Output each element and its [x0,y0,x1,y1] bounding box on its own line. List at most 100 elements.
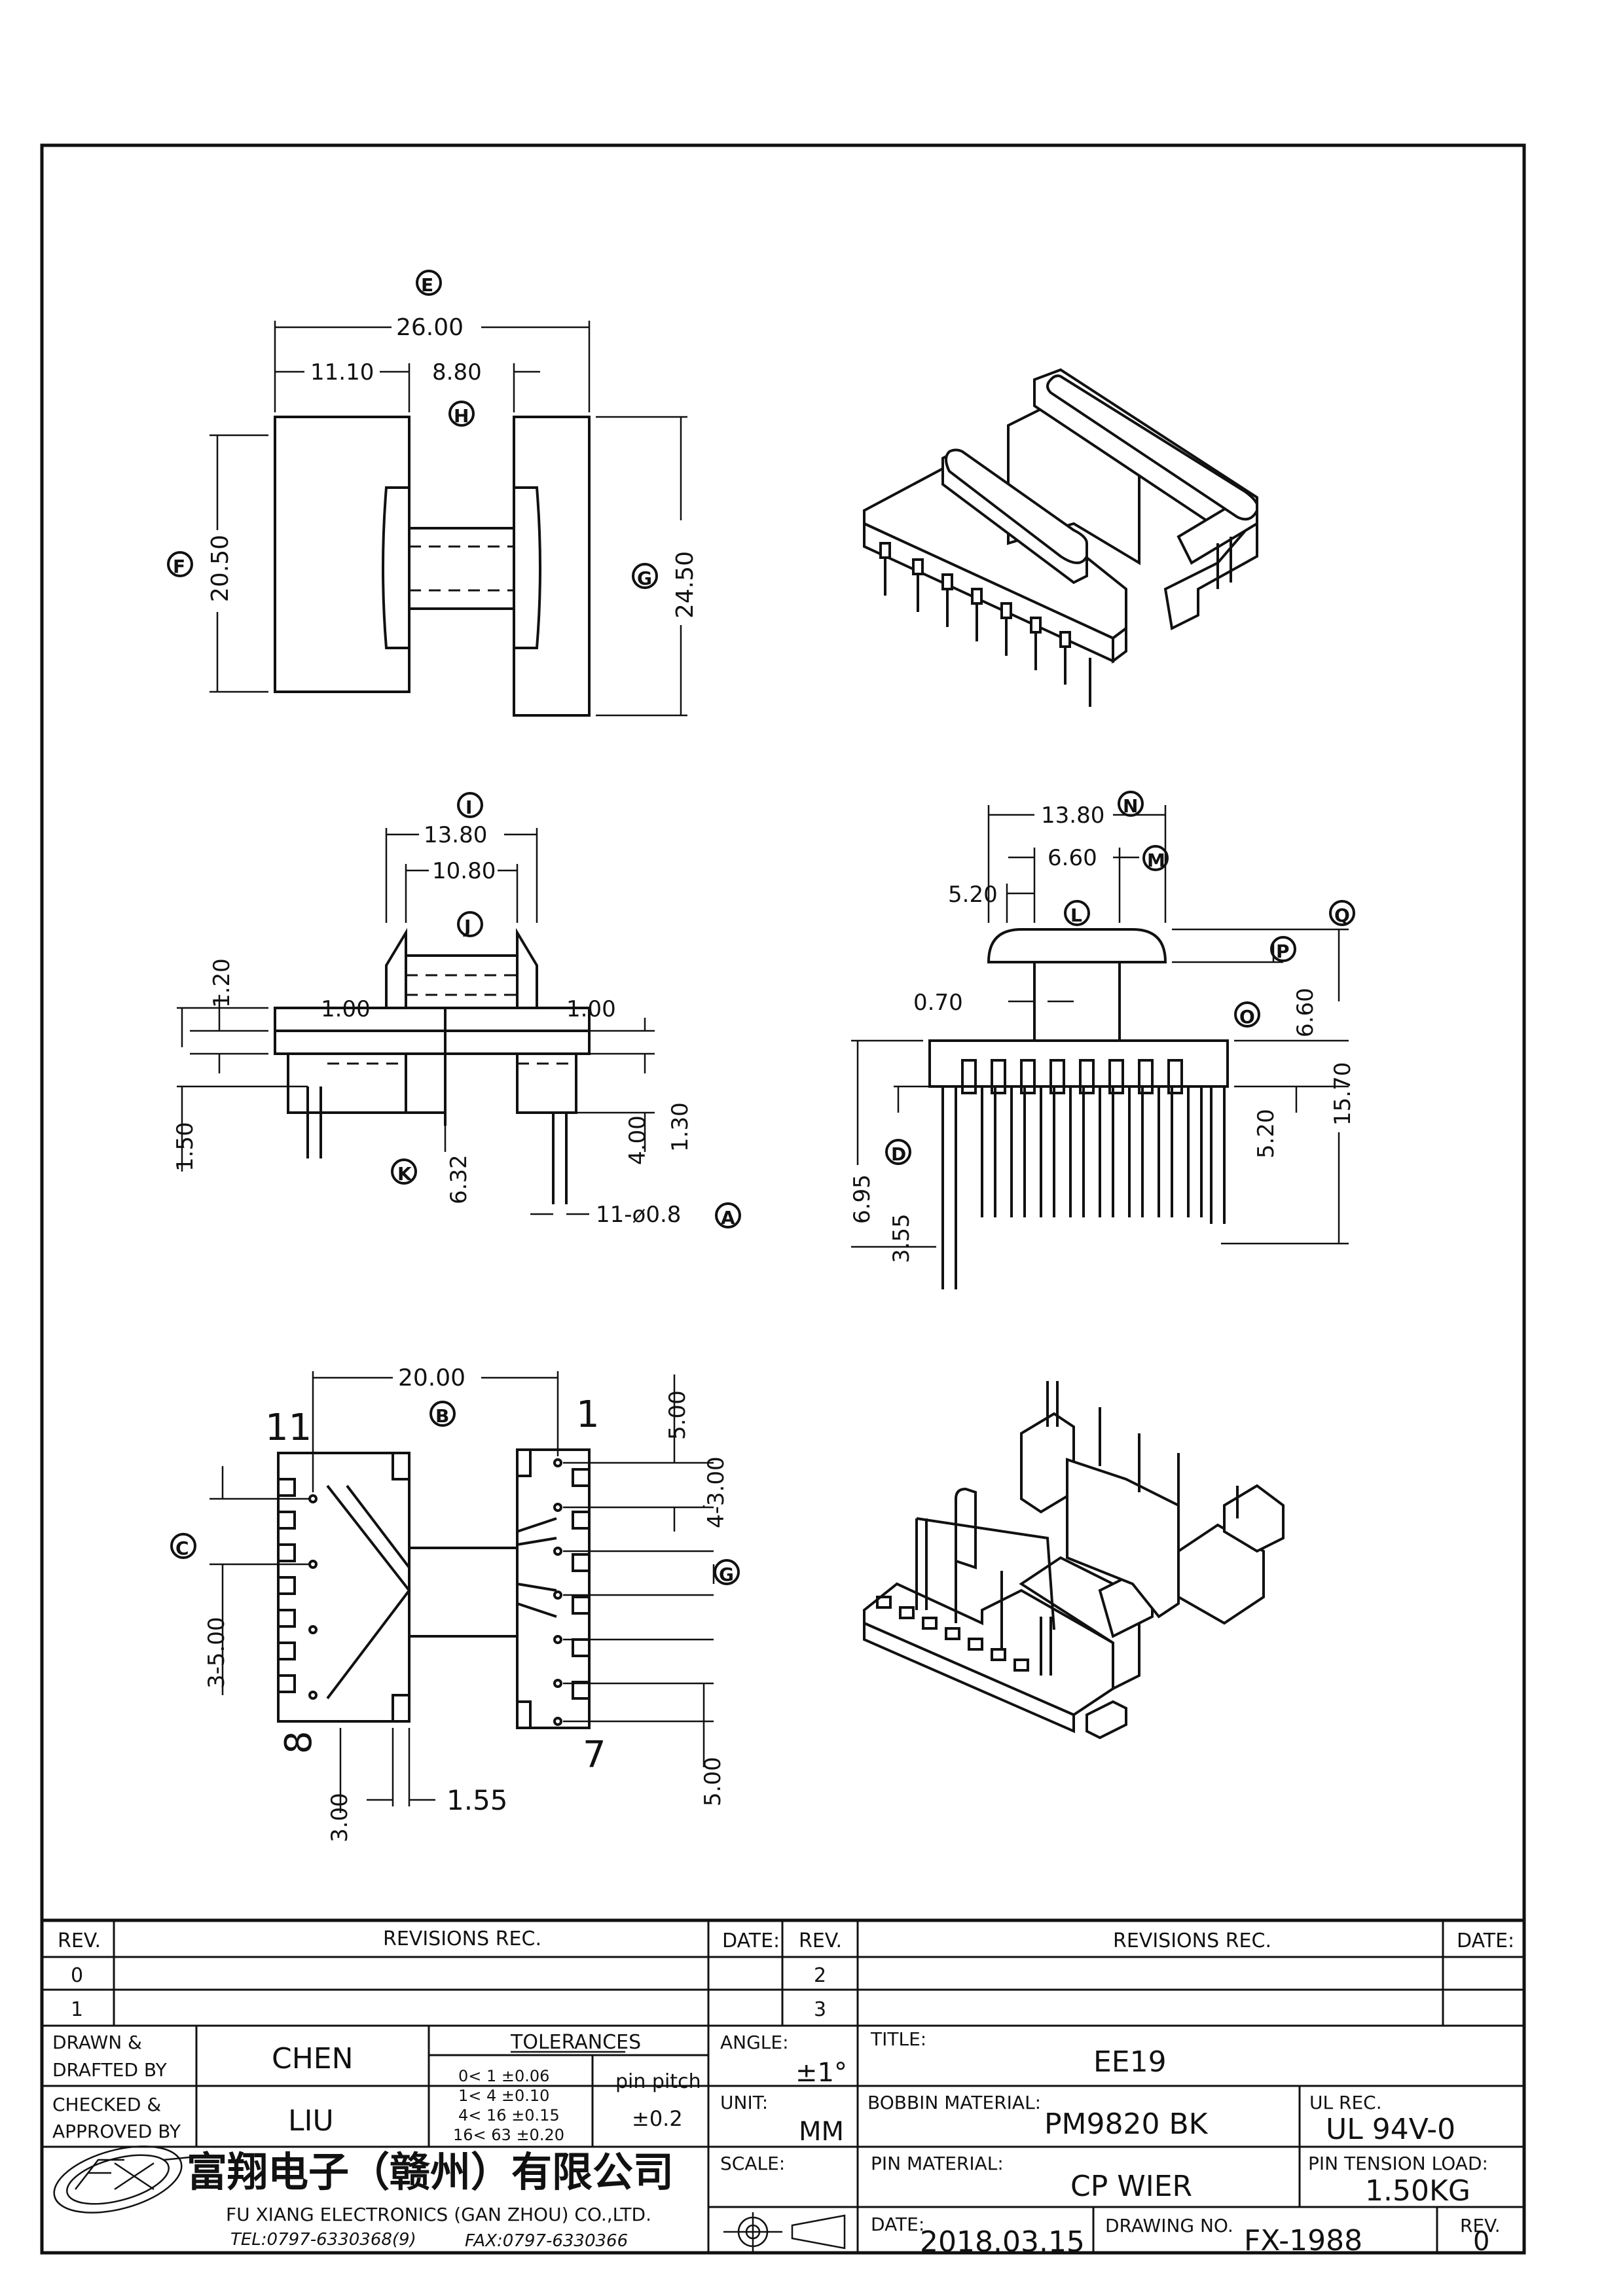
checked-label: CHECKED &APPROVED BY [52,2094,181,2142]
label-h: H [454,405,469,427]
pin-8: 8 [278,1731,320,1754]
company-tel: TEL:0797-6330368(9) [230,2230,416,2250]
drawing-no-value: FX-1988 [1244,2224,1362,2257]
drawing-no-label: DRAWING NO. [1105,2215,1233,2236]
label-l: L [1070,905,1082,926]
rev-row-2: 2 [814,1964,826,1987]
label-i: I [465,797,472,818]
dim-center-width: 8.80 [432,359,482,386]
rev-label: REV. [1460,2215,1501,2236]
dim-slot: 1.55 [447,1784,508,1816]
projection-symbol-icon [723,2212,846,2251]
ul-label: UL REC. [1309,2092,1382,2113]
label-n: N [1123,795,1138,817]
label-g2: G [719,1564,734,1585]
isometric-view-top [863,368,1258,707]
dim-right-height: 24.50 [672,551,699,619]
front-view: 13.80 N 6.60 M 5.20 L 0.70 6.60 P Q 15.7… [849,791,1356,1289]
label-e: E [421,274,433,296]
rev-row-1: 1 [71,1998,83,2021]
title-value: EE19 [1093,2045,1167,2079]
pin-pitch-label: pin pitch [615,2070,701,2093]
dim-pins: 11-ø0.8 [596,1202,681,1228]
tolerance-row-3: 16< 63 ±0.20 [453,2126,564,2144]
label-j: J [463,916,471,937]
dim-base-h: 1.50 [172,1122,198,1172]
dim-overall-width: 26.00 [396,314,464,341]
tolerance-row-1: 1< 4 ±0.10 [458,2087,549,2105]
rev-row-3: 3 [814,1998,826,2021]
ul-value: UL 94V-0 [1326,2113,1455,2146]
dim-front-offset: 5.20 [948,882,998,908]
dim-pin-short: 3.55 [888,1213,915,1263]
dim-right-h1: 4.00 [625,1115,651,1165]
rev-head-right: REV. [799,1929,842,1952]
angle-label: ANGLE: [720,2032,789,2053]
company-name-en: FU XIANG ELECTRONICS (GAN ZHOU) CO.,LTD. [226,2204,651,2225]
label-p: P [1276,941,1290,962]
rev-row-0: 0 [71,1964,83,1987]
isometric-view-bottom [863,1381,1285,1740]
dim-left-height: 20.50 [207,535,234,602]
tolerance-row-0: 0< 1 ±0.06 [458,2067,549,2085]
scale-label: SCALE: [720,2153,785,2174]
label-f: F [173,556,185,577]
dim-pin-len: 6.95 [849,1174,875,1224]
date-label: DATE: [871,2214,924,2235]
pin-tension-value: 1.50KG [1365,2174,1470,2208]
rev-value: 0 [1473,2227,1489,2257]
drawn-label: DRAWN &DRAFTED BY [52,2032,168,2081]
dim-front-width: 13.80 [1041,802,1104,829]
drawn-by: CHEN [272,2042,354,2075]
label-b: B [435,1405,449,1427]
unit-value: MM [799,2117,844,2147]
dim-left-width: 11.10 [310,359,374,386]
dim-inner-width: 10.80 [432,858,496,884]
company-logo-icon [53,2145,197,2214]
dim-top-width: 13.80 [424,822,487,848]
date-value: 2018.03.15 [920,2225,1085,2259]
dim-front-inner: 6.60 [1048,845,1097,871]
label-c: C [175,1537,189,1559]
dim-row-pitch: 4-3.00 [703,1456,729,1528]
company-fax: FAX:0797-6330366 [465,2231,628,2251]
label-a: A [721,1207,735,1229]
dim-front-wall: 0.70 [913,990,963,1016]
bobbin-label: BOBBIN MATERIAL: [867,2092,1041,2113]
dim-left-pitch: 3-5.00 [204,1617,230,1689]
label-q: Q [1334,905,1350,926]
pin-1: 1 [576,1393,600,1436]
dim-left-gap: 1.00 [321,996,371,1022]
tolerances-title: TOLERANCES [510,2031,641,2054]
dim-row-top: 5.00 [665,1390,691,1440]
dim-right-gap: 1.00 [566,996,616,1022]
pin-material-label: PIN MATERIAL: [871,2153,1004,2174]
company-name-cn: 富翔电子（赣州）有限公司 [187,2148,674,2196]
dim-pitch-span: 20.00 [398,1365,465,1391]
pin-11: 11 [265,1407,312,1449]
dim-left-edge: 3.00 [327,1793,353,1842]
label-k: K [397,1163,412,1185]
pin-tension-label: PIN TENSION LOAD: [1308,2153,1488,2174]
unit-label: UNIT: [720,2092,768,2113]
checked-by: LIU [288,2104,334,2138]
dim-right-h2: 1.30 [667,1102,693,1152]
rec-head-right: REVISIONS REC. [1113,1929,1271,1952]
top-view: 26.00 11.10 8.80 E H 20.50 F 24.50 G [167,270,699,717]
date-head-right: DATE: [1457,1929,1514,1952]
dim-front-h-inner: 6.60 [1292,988,1319,1037]
title-block: REV. REVISIONS REC. DATE: REV. REVISIONS… [40,1918,1526,2259]
date-head-left: DATE: [722,1929,780,1952]
dim-depth: 6.32 [446,1155,472,1204]
bobbin-value: PM9820 BK [1044,2108,1209,2141]
rec-head-left: REVISIONS REC. [383,1928,541,1950]
label-m: M [1147,850,1165,871]
rev-head-left: REV. [58,1929,101,1952]
pin-material-value: CP WIER [1070,2170,1192,2203]
bottom-view: 20.00 B 11 1 8 7 5.00 4-3.00 G 5.00 C 3-… [170,1365,740,1842]
label-g: G [637,567,652,589]
label-d: D [891,1143,906,1165]
dim-top-h: 1.20 [209,958,235,1008]
title-label: TITLE: [870,2028,926,2050]
angle-value: ±1° [795,2058,847,2088]
